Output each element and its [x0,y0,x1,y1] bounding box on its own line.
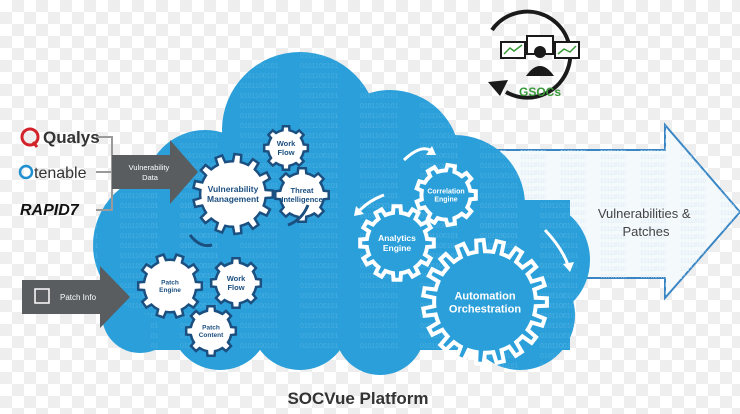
tenable-logo: tenable [18,164,87,182]
gear-automation-orchestration-shape [420,237,549,367]
tenable-label: tenable [34,165,87,182]
vulnerability-data-label: Vulnerability Data [129,163,172,182]
gsocs-label: GSOCs [519,85,561,99]
qualys-icon [20,127,40,147]
flow-arrow-analytics [358,193,385,212]
vulnerability-data-arrow: Vulnerability Data [112,140,198,204]
gear-work-flow-bottom-shape [209,256,263,310]
rapid7-logo: RAPID7 [20,202,80,219]
tenable-icon [18,164,34,180]
gear-correlation-engine-shape [414,162,478,228]
qualys-logo: Qualys [20,127,100,148]
output-label: Vulnerabilities & Patches [598,206,694,239]
gear-work-flow-top-shape [262,124,310,172]
rapid7-label: RAPID7 [20,202,80,219]
gsocs-badge: GSOCs [488,9,580,100]
operator-icon [526,46,554,76]
flow-arrow-vuln [188,234,213,247]
chip-icon [34,288,50,304]
gear-patch-engine-shape [136,253,204,319]
gear-threat-intelligence-shape [274,167,330,223]
qualys-label: Qualys [43,128,100,147]
gear-analytics-engine-shape [358,204,436,282]
flow-arrow-threat [287,204,310,227]
flow-arrow-automation [543,228,570,266]
platform-title: SOCVue Platform [287,389,428,408]
flow-arrow-correlation [402,147,431,162]
gear-patch-content-shape [184,304,238,358]
monitor-icon [500,35,580,59]
patch-info-label: Patch Info [60,293,97,302]
gear-vulnerability-management-shape [192,152,275,236]
flow-arrows [188,146,574,272]
patch-info-arrow: Patch Info [22,266,130,328]
